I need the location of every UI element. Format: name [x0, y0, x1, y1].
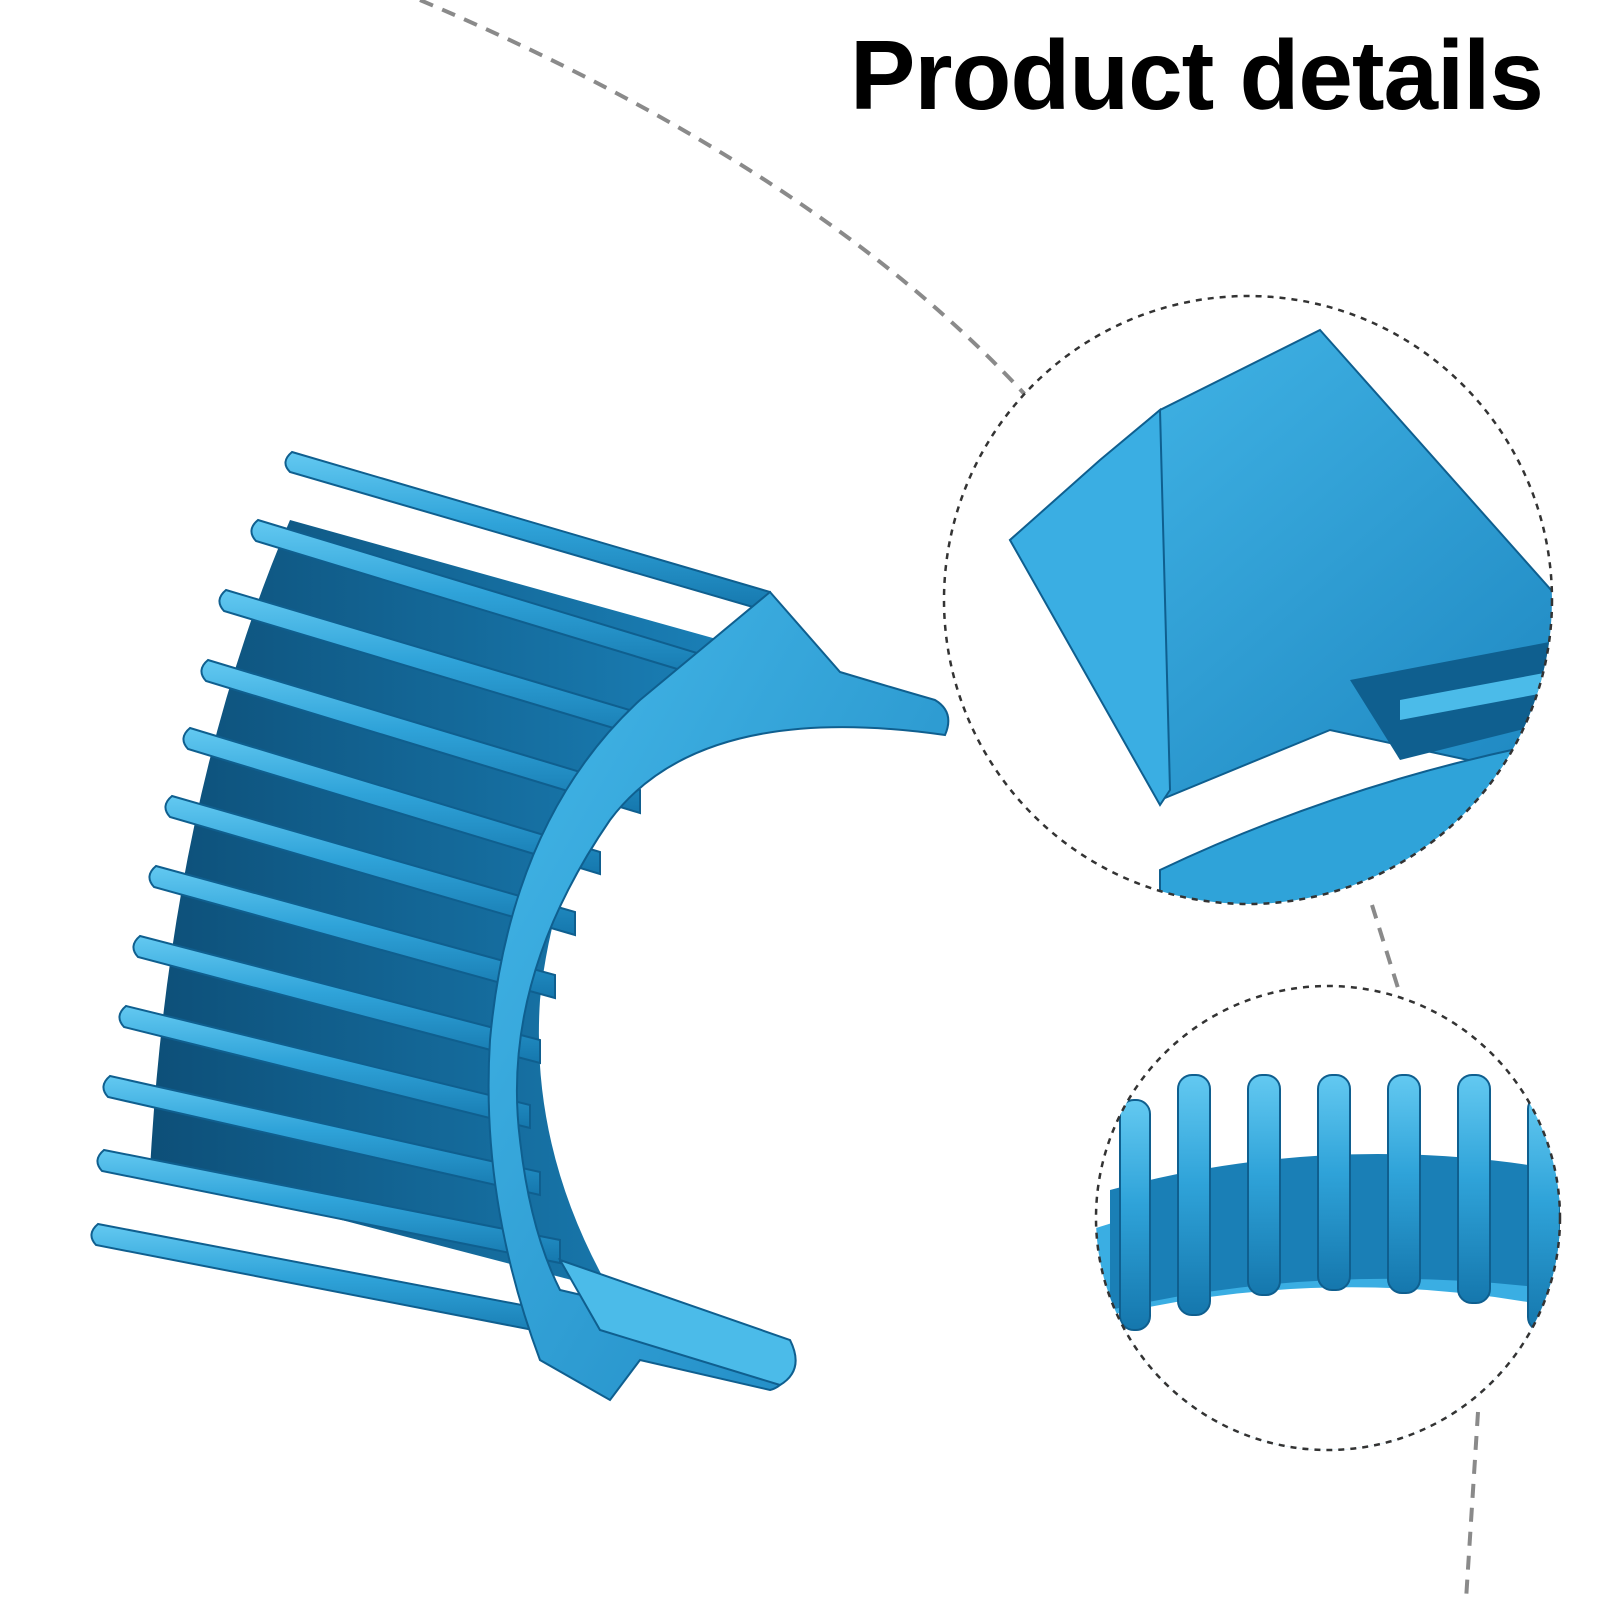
dashed-connector-1	[1370, 904, 1400, 989]
dashed-guide-arc	[419, 0, 1032, 402]
dashed-connector-2	[1464, 1411, 1480, 1600]
heatsink-curved-body	[487, 590, 950, 1402]
heatsink-fins	[90, 450, 771, 1345]
heatsink-bottom-flange	[557, 1258, 797, 1387]
page-title: Product details	[850, 20, 1544, 130]
zoom-callout-fins	[1094, 984, 1562, 1452]
heatsink-main	[90, 450, 950, 1402]
zoom-callout-clip	[942, 294, 1554, 906]
